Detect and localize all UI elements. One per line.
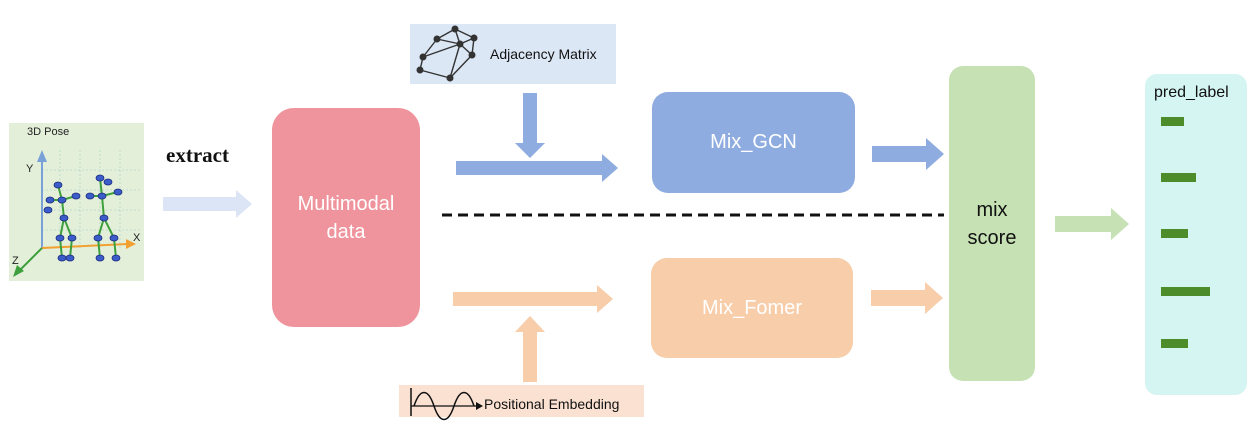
- axis-y-label: Y: [26, 163, 34, 175]
- gcn-to-mix-arrow: [872, 138, 944, 170]
- adjacency-matrix-panel: [410, 24, 616, 84]
- mix-to-pred-arrow: [1055, 208, 1129, 240]
- pose-panel: [9, 123, 144, 281]
- adjacency-down-arrow: [515, 93, 545, 158]
- mix-gcn-label: Mix_GCN: [710, 131, 797, 153]
- mix-fomer-box: Mix_Fomer: [651, 258, 853, 358]
- multimodal-line2: data: [326, 220, 366, 243]
- pred-bar: [1161, 229, 1188, 238]
- to-fomer-arrow: [453, 285, 613, 313]
- extract-arrow: [163, 190, 252, 218]
- multimodal-line1: Multimodal: [297, 192, 395, 215]
- mix-score-box: mix score: [949, 66, 1035, 381]
- pred-bar: [1161, 173, 1196, 182]
- to-gcn-arrow: [456, 154, 618, 182]
- fomer-to-mix-arrow: [871, 282, 943, 314]
- mix-gcn-box: Mix_GCN: [652, 92, 855, 193]
- positional-embedding-panel: [399, 385, 644, 417]
- axis-z-label: Z: [12, 255, 19, 267]
- mix-score-line1: mix: [976, 198, 1008, 221]
- positional-embedding-label: Positional Embedding: [484, 396, 620, 412]
- mix-fomer-label: Mix_Fomer: [701, 296, 802, 319]
- axis-x-label: X: [133, 232, 141, 244]
- adjacency-matrix-label: Adjacency Matrix: [490, 46, 597, 62]
- mix-score-line2: score: [967, 226, 1017, 249]
- extract-label: extract: [166, 143, 229, 167]
- positional-up-arrow: [515, 316, 545, 382]
- pred-bar: [1161, 287, 1210, 296]
- pose-title: 3D Pose: [27, 126, 70, 138]
- pred-bar: [1161, 339, 1188, 348]
- pred-label-title: pred_label: [1154, 84, 1229, 101]
- multimodal-data-box: Multimodal data: [272, 108, 420, 327]
- pred-bar: [1161, 117, 1184, 126]
